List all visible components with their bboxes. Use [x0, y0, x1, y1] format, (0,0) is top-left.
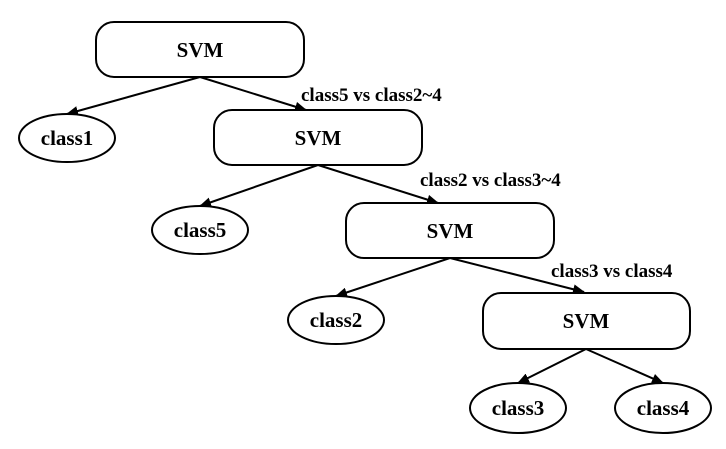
svm-node-1-label: SVM	[177, 38, 224, 62]
edge-svm1-to-class1	[66, 76, 201, 116]
svm-node-3-label: SVM	[427, 219, 474, 243]
svm-node-2-label: SVM	[295, 126, 342, 150]
class-node-class1-label: class1	[41, 126, 94, 150]
class-node-class4: class4	[614, 382, 712, 434]
svm-node-1: SVM	[95, 21, 305, 78]
svm-node-4: SVM	[482, 292, 691, 350]
class-node-class2: class2	[287, 295, 385, 345]
svm-node-4-label: SVM	[563, 309, 610, 333]
edge-svm3-to-class2	[335, 257, 451, 298]
class-node-class5-label: class5	[174, 218, 227, 242]
split-label-level1: class5 vs class2~4	[301, 85, 442, 106]
split-label-level2: class2 vs class3~4	[420, 170, 561, 191]
edge-svm2-to-class5	[199, 164, 319, 208]
class-node-class2-label: class2	[310, 308, 363, 332]
class-node-class5: class5	[151, 205, 249, 255]
class-node-class3: class3	[469, 382, 567, 434]
class-node-class4-label: class4	[637, 396, 690, 420]
edge-svm4-to-class4	[585, 348, 664, 384]
edge-svm4-to-class3	[517, 348, 587, 384]
svm-node-2: SVM	[213, 109, 423, 166]
class-node-class3-label: class3	[492, 396, 545, 420]
svm-node-3: SVM	[345, 202, 555, 259]
split-label-level3: class3 vs class4	[551, 261, 673, 282]
edge-svm1-to-svm2	[199, 76, 307, 112]
edge-svm2-to-svm3	[317, 164, 439, 205]
edge-svm3-to-svm4	[449, 257, 585, 295]
class-node-class1: class1	[18, 113, 116, 163]
